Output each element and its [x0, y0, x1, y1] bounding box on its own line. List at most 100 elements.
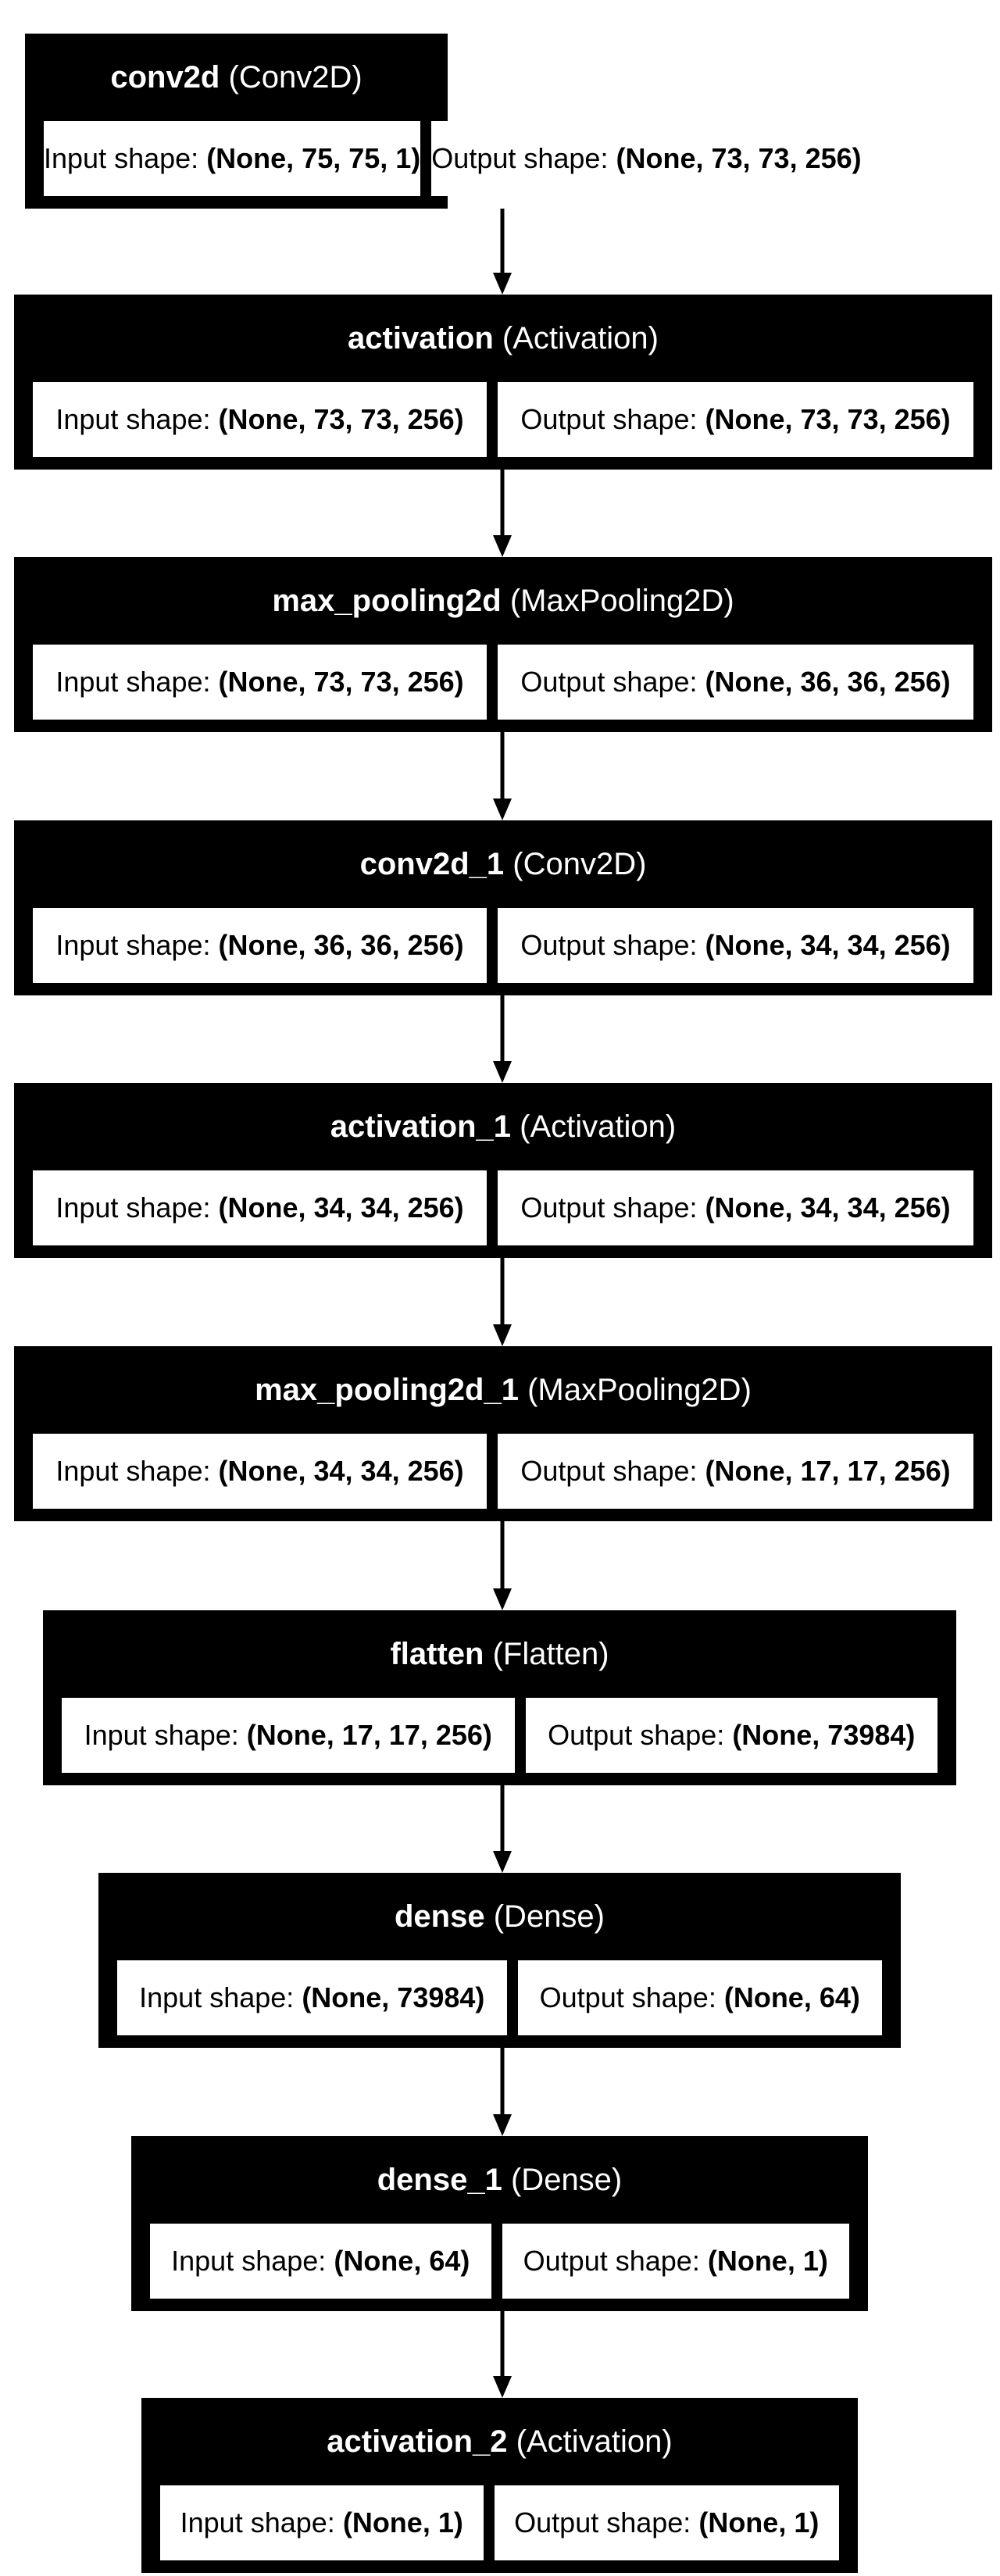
input-shape-cell: Input shape: (None, 73984) [117, 1960, 507, 2035]
arrowhead-icon [493, 799, 512, 820]
arrowhead-icon [493, 1061, 512, 1083]
shape-row: Input shape: (None, 36, 36, 256) Output … [33, 908, 973, 983]
layer-title: flatten (Flatten) [46, 1613, 953, 1695]
input-shape-label: Input shape: [55, 1455, 211, 1487]
layer-title: conv2d (Conv2D) [28, 37, 445, 118]
input-shape-label: Input shape: [55, 1192, 211, 1224]
output-shape-cell: Output shape: (None, 64) [517, 1960, 882, 2035]
input-shape-cell: Input shape: (None, 17, 17, 256) [62, 1698, 515, 1773]
layer-node-activation-2: activation_2 (Activation) Input shape: (… [141, 2398, 858, 2573]
output-shape-value: (None, 64) [723, 1981, 860, 2013]
input-shape-cell: Input shape: (None, 73, 73, 256) [33, 645, 487, 720]
input-shape-value: (None, 73, 73, 256) [218, 666, 464, 698]
output-shape-cell: Output shape: (None, 73984) [525, 1698, 938, 1773]
input-shape-value: (None, 17, 17, 256) [246, 1719, 492, 1751]
input-shape-label: Input shape: [55, 403, 211, 435]
output-shape-cell: Output shape: (None, 36, 36, 256) [498, 645, 973, 720]
output-shape-label: Output shape: [520, 1192, 698, 1224]
layer-name: dense_1 [377, 2163, 502, 2197]
layer-node-max-pooling2d: max_pooling2d (MaxPooling2D) Input shape… [14, 557, 992, 732]
layer-type: (MaxPooling2D) [509, 584, 734, 618]
arrowhead-icon [493, 2114, 512, 2136]
output-shape-value: (None, 17, 17, 256) [705, 1455, 951, 1487]
layer-title: max_pooling2d (MaxPooling2D) [17, 560, 989, 641]
output-shape-value: (None, 1) [707, 2245, 828, 2277]
output-shape-value: (None, 73984) [732, 1719, 916, 1751]
shape-row: Input shape: (None, 73, 73, 256) Output … [33, 645, 973, 720]
input-shape-value: (None, 75, 75, 1) [206, 142, 421, 174]
layer-node-dense-1: dense_1 (Dense) Input shape: (None, 64) … [131, 2136, 868, 2311]
input-shape-cell: Input shape: (None, 34, 34, 256) [33, 1170, 487, 1245]
layer-type: (Dense) [510, 2163, 623, 2197]
layer-node-conv2d-1: conv2d_1 (Conv2D) Input shape: (None, 36… [14, 820, 992, 995]
shape-row: Input shape: (None, 75, 75, 1) Output sh… [44, 121, 862, 196]
layer-name: activation [348, 321, 494, 355]
layer-title: dense (Dense) [102, 1876, 898, 1957]
layer-type: (Activation) [520, 1109, 677, 1144]
shape-row: Input shape: (None, 17, 17, 256) Output … [62, 1698, 938, 1773]
layer-type: (Flatten) [492, 1637, 609, 1671]
shape-row: Input shape: (None, 73984) Output shape:… [117, 1960, 882, 2035]
layer-title: activation (Activation) [17, 298, 989, 379]
output-shape-label: Output shape: [520, 1455, 698, 1487]
input-shape-value: (None, 1) [342, 2506, 463, 2538]
layer-name: flatten [390, 1637, 484, 1671]
output-shape-cell: Output shape: (None, 73, 73, 256) [498, 382, 973, 457]
output-shape-cell: Output shape: (None, 73, 73, 256) [431, 121, 862, 196]
layer-type: (Conv2D) [228, 60, 362, 95]
output-shape-label: Output shape: [523, 2245, 700, 2277]
output-shape-cell: Output shape: (None, 34, 34, 256) [498, 1170, 973, 1245]
layer-node-flatten: flatten (Flatten) Input shape: (None, 17… [43, 1610, 956, 1785]
input-shape-cell: Input shape: (None, 73, 73, 256) [33, 382, 487, 457]
output-shape-label: Output shape: [520, 666, 698, 698]
arrowhead-icon [493, 1851, 512, 1873]
input-shape-label: Input shape: [55, 666, 211, 698]
shape-row: Input shape: (None, 34, 34, 256) Output … [33, 1434, 973, 1509]
layer-node-max-pooling2d-1: max_pooling2d_1 (MaxPooling2D) Input sha… [14, 1346, 992, 1521]
input-shape-label: Input shape: [84, 1719, 239, 1751]
output-shape-value: (None, 34, 34, 256) [705, 929, 951, 961]
input-shape-label: Input shape: [139, 1981, 295, 2013]
arrowhead-icon [493, 2376, 512, 2398]
shape-row: Input shape: (None, 73, 73, 256) Output … [33, 382, 973, 457]
output-shape-cell: Output shape: (None, 1) [494, 2485, 839, 2560]
input-shape-value: (None, 36, 36, 256) [218, 929, 464, 961]
input-shape-label: Input shape: [44, 142, 199, 174]
output-shape-label: Output shape: [520, 403, 698, 435]
output-shape-label: Output shape: [431, 142, 609, 174]
output-shape-label: Output shape: [548, 1719, 725, 1751]
input-shape-value: (None, 73984) [302, 1981, 485, 2013]
shape-row: Input shape: (None, 64) Output shape: (N… [150, 2224, 850, 2299]
layer-title: activation_2 (Activation) [145, 2401, 855, 2482]
output-shape-cell: Output shape: (None, 34, 34, 256) [498, 908, 973, 983]
input-shape-label: Input shape: [171, 2245, 327, 2277]
input-shape-label: Input shape: [55, 929, 211, 961]
layer-type: (Activation) [502, 321, 659, 355]
layer-type: (Conv2D) [512, 847, 647, 881]
shape-row: Input shape: (None, 34, 34, 256) Output … [33, 1170, 973, 1245]
arrowhead-icon [493, 273, 512, 295]
layer-node-activation-1: activation_1 (Activation) Input shape: (… [14, 1083, 992, 1258]
layer-title: conv2d_1 (Conv2D) [17, 824, 989, 905]
layer-name: max_pooling2d [272, 584, 502, 618]
layer-name: conv2d [110, 60, 220, 95]
input-shape-value: (None, 34, 34, 256) [218, 1455, 464, 1487]
input-shape-cell: Input shape: (None, 34, 34, 256) [33, 1434, 487, 1509]
output-shape-value: (None, 73, 73, 256) [616, 142, 862, 174]
output-shape-value: (None, 73, 73, 256) [705, 403, 951, 435]
layer-name: activation_1 [330, 1109, 512, 1144]
input-shape-cell: Input shape: (None, 64) [150, 2224, 491, 2299]
layer-name: max_pooling2d_1 [255, 1373, 519, 1407]
arrowhead-icon [493, 1324, 512, 1346]
output-shape-value: (None, 1) [698, 2506, 820, 2538]
layer-node-conv2d: conv2d (Conv2D) Input shape: (None, 75, … [25, 34, 862, 209]
input-shape-label: Input shape: [180, 2506, 335, 2538]
input-shape-cell: Input shape: (None, 75, 75, 1) [44, 121, 421, 196]
arrowhead-icon [493, 535, 512, 557]
layer-name: activation_2 [327, 2424, 508, 2459]
layer-title: max_pooling2d_1 (MaxPooling2D) [17, 1349, 989, 1431]
output-shape-cell: Output shape: (None, 1) [502, 2224, 850, 2299]
output-shape-label: Output shape: [514, 2506, 691, 2538]
